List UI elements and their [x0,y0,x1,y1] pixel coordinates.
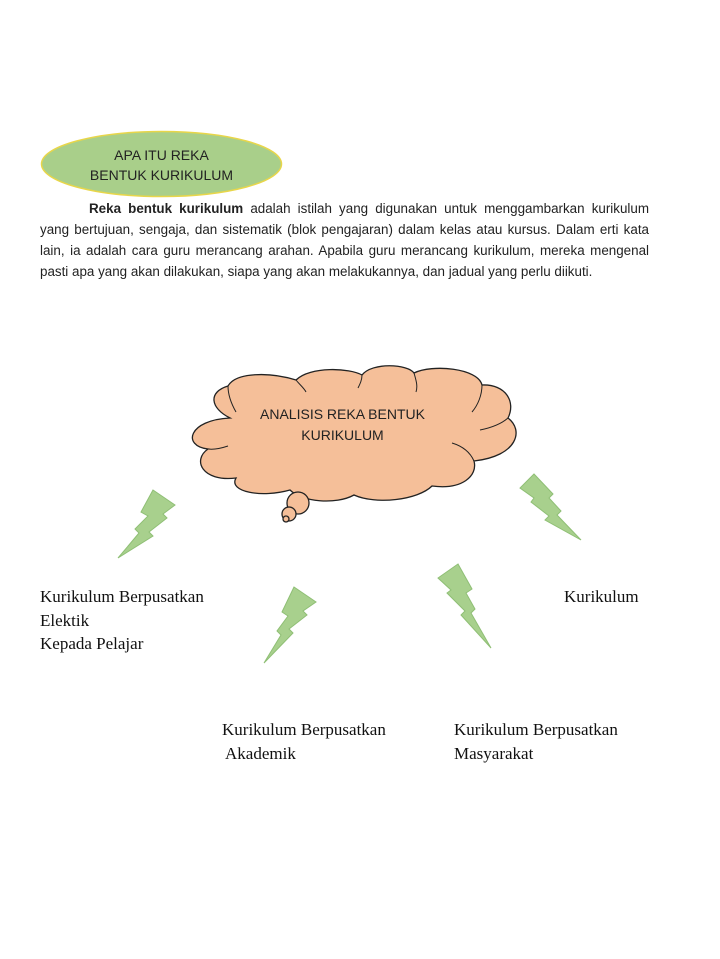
label-line: Kurikulum Berpusatkan [454,718,618,742]
label-kurikulum-akademik: Kurikulum Berpusatkan Akademik [222,718,386,765]
diagram-center-line1: ANALISIS REKA BENTUK [250,404,435,425]
lightning-bolt-icon [438,564,491,648]
label-line: Masyarakat [454,742,618,766]
label-line: Akademik [222,742,386,766]
diagram-center-label: ANALISIS REKA BENTUK KURIKULUM [250,404,435,446]
lightning-bolt-icon [520,474,581,540]
diagram-center-line2: KURIKULUM [250,425,435,446]
label-kurikulum-masyarakat: Kurikulum Berpusatkan Masyarakat [454,718,618,765]
label-kurikulum: Kurikulum [564,585,639,609]
label-line: Kurikulum [564,585,639,609]
label-line: Kepada Pelajar [40,632,204,656]
thought-bubble-small [283,516,289,522]
label-kurikulum-elektik: Kurikulum Berpusatkan Elektik Kepada Pel… [40,585,204,656]
label-line: Elektik [40,609,204,633]
lightning-bolt-icon [264,587,316,663]
label-line: Kurikulum Berpusatkan [222,718,386,742]
label-line: Kurikulum Berpusatkan [40,585,204,609]
lightning-bolt-icon [118,490,175,558]
